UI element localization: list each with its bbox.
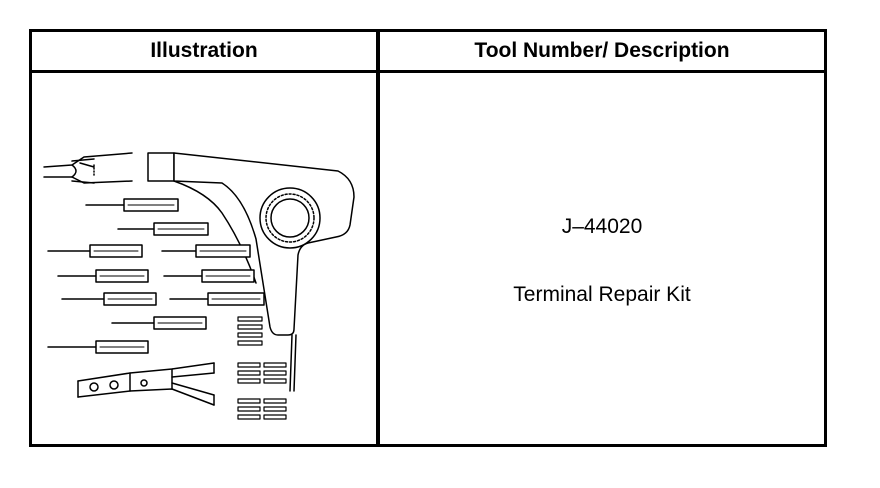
tool-description: Terminal Repair Kit (513, 283, 691, 306)
illustration-cell (32, 73, 376, 444)
heat-gun-icon (147, 152, 355, 392)
header-tool-number-description: Tool Number/ Description (474, 39, 730, 62)
terminal-repair-kit-illustration (43, 152, 355, 420)
terminals-icon (237, 316, 287, 420)
tool-number: J–44020 (561, 215, 643, 238)
header-divider (32, 70, 824, 73)
wire-stripper-icon (43, 152, 133, 184)
tool-table: Illustration Tool Number/ Description (29, 29, 827, 447)
header-illustration: Illustration (150, 39, 258, 62)
screwdriver-set-icon (47, 198, 265, 354)
column-divider (376, 32, 380, 444)
crimping-tool-icon (77, 362, 215, 406)
description-cell: J–44020 Terminal Repair Kit (380, 73, 824, 444)
